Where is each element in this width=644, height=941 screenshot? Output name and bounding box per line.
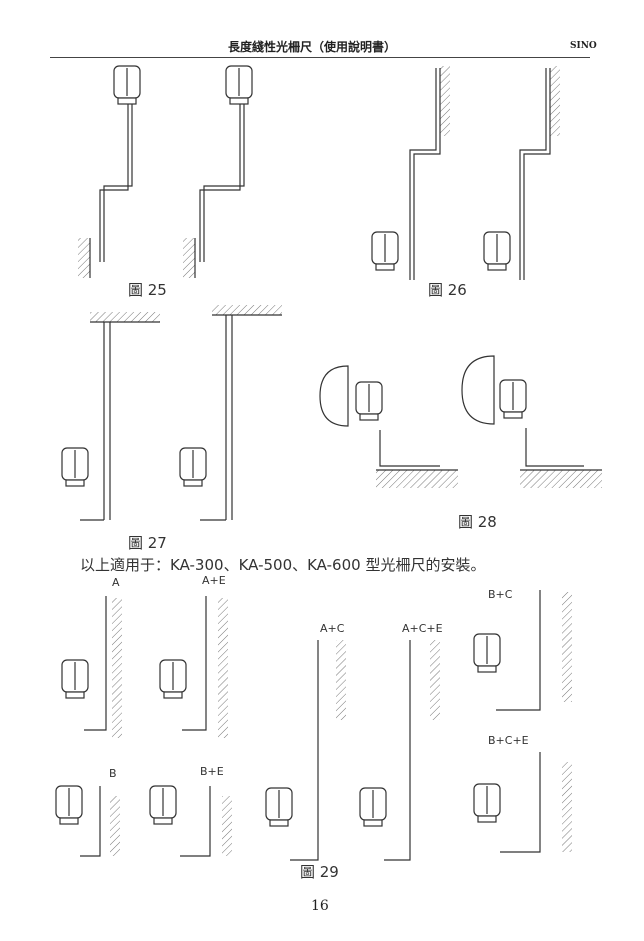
applicability-note: 以上適用于：KA-300、KA-500、KA-600 型光柵尺的安裝。: [80, 554, 485, 575]
note-models: KA-300、KA-500、KA-600: [170, 556, 361, 574]
figure-26-left: [371, 66, 450, 280]
figure-25-caption: 圖 25: [128, 281, 167, 299]
variant-label-a-c-e: A+C+E: [402, 622, 443, 635]
variant-label-a-e: A+E: [202, 574, 226, 587]
figure-25-left: [78, 65, 141, 278]
variant-label-b-e: B+E: [200, 765, 224, 778]
header-title: 長度綫性光柵尺（使用說明書）: [228, 40, 397, 54]
figure-27-right: [179, 305, 282, 521]
variant-label-a-c: A+C: [320, 622, 345, 635]
header-brand: SINO: [570, 41, 597, 51]
variant-label-b: B: [109, 767, 117, 780]
note-prefix: 以上適用于：: [80, 556, 171, 574]
figure-27-left: [61, 312, 160, 521]
page-number: 16: [311, 898, 329, 914]
variant-label-b-c-e: B+C+E: [488, 734, 529, 747]
figure-27-caption: 圖 27: [128, 534, 167, 552]
figure-29-caption: 圖 29: [300, 863, 339, 881]
variant-label-b-c: B+C: [488, 588, 513, 601]
figure-28-right: [461, 355, 602, 488]
figure-26-caption: 圖 26: [428, 281, 467, 299]
figure-26-right: [483, 66, 560, 280]
figure-28-caption: 圖 28: [458, 513, 497, 531]
note-suffix: 型光柵尺的安裝。: [360, 556, 486, 574]
header-divider: [50, 57, 590, 58]
figure-25-right: [183, 65, 253, 278]
figure-29-drawings: [55, 590, 572, 861]
variant-label-a: A: [112, 576, 120, 589]
figure-28-left: [319, 365, 458, 488]
